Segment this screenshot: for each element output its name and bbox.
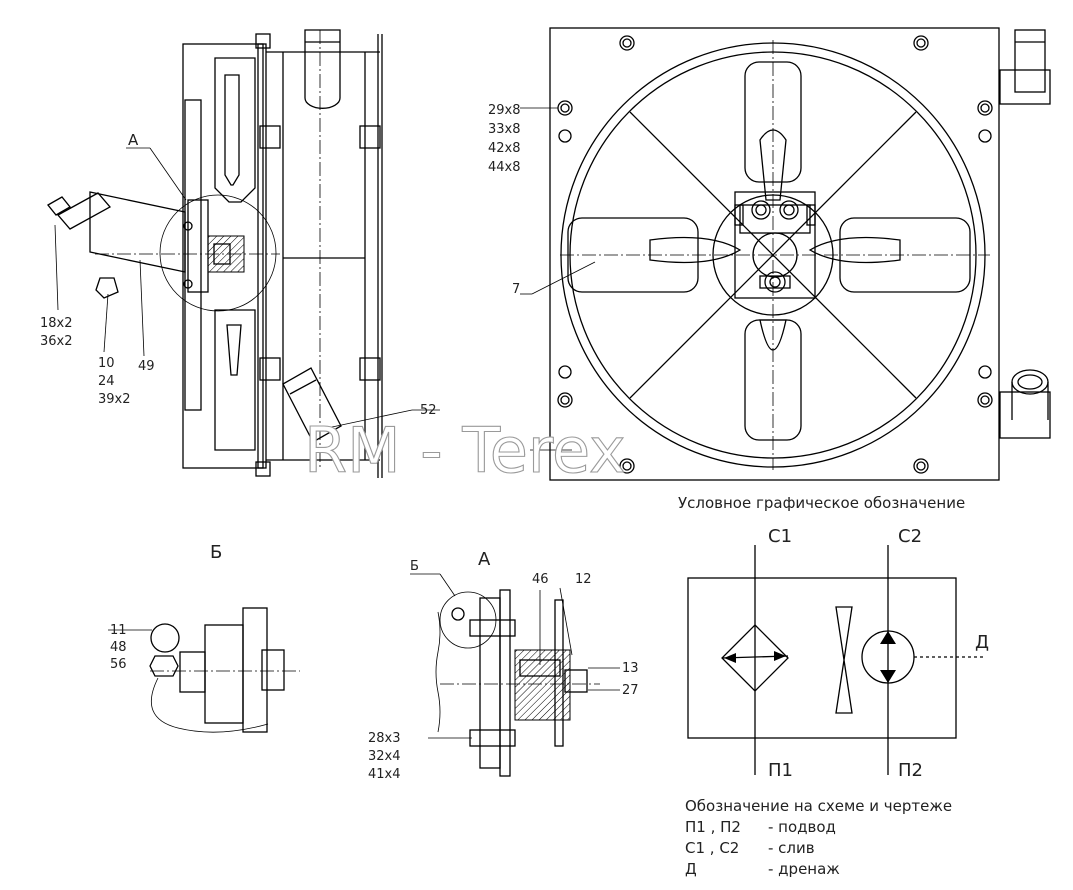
legend-key-2: С1 , С2 — [685, 839, 739, 857]
legend-key-1: П1 , П2 — [685, 818, 741, 836]
callout-bolt-3: 42х8 — [488, 141, 521, 156]
front-view: 29х8 33х8 42х8 44х8 7 1 — [488, 27, 1051, 481]
callout-bolt-4: 44х8 — [488, 160, 521, 175]
port-p1: П1 — [768, 760, 793, 781]
hydraulic-motor-side — [47, 191, 280, 299]
detail-a-circle — [159, 194, 277, 312]
port-c2: С2 — [898, 526, 922, 547]
port-d: Д — [975, 632, 989, 653]
callout-nut-3: 39х2 — [98, 392, 131, 407]
side-view-housing — [182, 30, 383, 478]
front-frame — [549, 27, 1000, 481]
callout-52: 52 — [420, 403, 437, 418]
callout-49: 49 — [138, 359, 155, 374]
view-marker-a: А — [128, 131, 139, 149]
fan-blades-front — [567, 61, 971, 441]
detail-a-title: А — [478, 549, 491, 570]
side-view-labels: А 18х2 36х2 10 24 39х2 49 52 — [40, 131, 437, 418]
detail-a-callout-bolt-1: 28х3 — [368, 731, 401, 746]
detail-a: А Б 46 12 13 27 28х3 32х4 41х4 — [368, 549, 639, 782]
callout-fitting-1: 18х2 — [40, 316, 73, 331]
side-view: А 18х2 36х2 10 24 39х2 49 52 — [40, 29, 440, 478]
port-c1: С1 — [768, 526, 792, 547]
detail-a-callout-13: 13 — [622, 661, 639, 676]
callout-bolt-1: 29х8 — [488, 103, 521, 118]
filter-symbol — [721, 624, 789, 692]
legend-value-1: - подвод — [768, 818, 836, 836]
upper-pipe-side — [304, 29, 341, 109]
fan-blade-side — [214, 57, 256, 451]
callout-1: 1 — [518, 444, 526, 459]
detail-a-callout-12: 12 — [575, 572, 592, 587]
callout-7: 7 — [512, 282, 520, 297]
detail-a-callout-bolt-2: 32х4 — [368, 749, 401, 764]
side-view-leaders — [54, 147, 440, 431]
detail-b-callout-56: 56 — [110, 657, 127, 672]
detail-a-callout-27: 27 — [622, 683, 639, 698]
legend-title: Обозначение на схеме и чертеже — [685, 797, 952, 815]
front-view-labels: 29х8 33х8 42х8 44х8 7 1 — [488, 103, 526, 459]
watermark: RM - Terex — [304, 414, 626, 487]
detail-b-title: Б — [210, 542, 222, 563]
detail-b: Б 11 48 56 — [108, 542, 300, 733]
hydraulic-symbol: Условное графическое обозначение С1 С2 П… — [678, 494, 989, 781]
front-view-leaders — [520, 107, 596, 451]
detail-b-callout-11: 11 — [110, 623, 127, 638]
detail-a-marker: Б — [410, 559, 419, 574]
symbol-title: Условное графическое обозначение — [678, 494, 965, 512]
detail-a-callout-46: 46 — [532, 572, 549, 587]
legend-value-2: - слив — [768, 839, 815, 857]
pipe-lower-front — [999, 369, 1051, 439]
callout-bolt-2: 33х8 — [488, 122, 521, 137]
callout-nut-1: 10 — [98, 356, 115, 371]
symbol-box — [687, 577, 957, 739]
pipe-upper-front — [999, 29, 1051, 105]
detail-a-callout-bolt-3: 41х4 — [368, 767, 401, 782]
detail-b-callout-48: 48 — [110, 640, 127, 655]
legend-value-3: - дренаж — [768, 860, 840, 878]
mounting-holes — [557, 35, 993, 474]
lower-pipe-side — [282, 367, 342, 443]
legend: Обозначение на схеме и чертеже П1 , П2 -… — [685, 797, 952, 878]
motor-front — [734, 191, 816, 299]
legend-key-3: Д — [685, 860, 697, 878]
callout-fitting-2: 36х2 — [40, 334, 73, 349]
fan-shroud — [560, 40, 990, 470]
port-p2: П2 — [898, 760, 923, 781]
callout-nut-2: 24 — [98, 374, 115, 389]
